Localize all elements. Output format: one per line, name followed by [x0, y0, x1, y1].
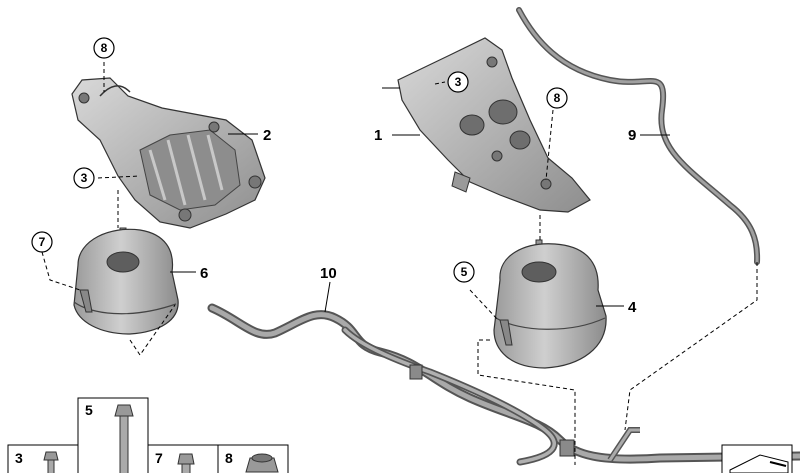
- bolt-3-icon: [43, 451, 59, 473]
- circled-callout-8a: 8: [93, 37, 115, 59]
- circled-callout-7: 7: [31, 231, 53, 253]
- bracket-2: [71, 77, 266, 229]
- callout-8a: 8: [101, 41, 108, 55]
- circled-callout-5: 5: [453, 261, 475, 283]
- bolt-7-icon: [177, 453, 195, 473]
- circled-callout-3a: 3: [73, 167, 95, 189]
- callout-3b: 3: [455, 75, 462, 89]
- callout-10: 10: [320, 265, 337, 282]
- callout-9: 9: [628, 127, 636, 144]
- fastener-thumbnails: [7, 397, 289, 473]
- callout-5: 5: [461, 265, 468, 279]
- thumb-label-7: 7: [155, 450, 163, 466]
- bolt-5-icon: [114, 404, 134, 473]
- leader-lines: [170, 87, 670, 313]
- thumb-label-3: 3: [15, 450, 23, 466]
- circled-callout-3b: 3: [447, 71, 469, 93]
- callout-7: 7: [39, 235, 46, 249]
- nut-8-icon: [245, 453, 279, 473]
- engine-mount-4: [493, 239, 607, 369]
- overview-thumbnail: [721, 444, 793, 473]
- hose-9: [516, 7, 761, 265]
- callout-6: 6: [200, 265, 208, 282]
- callout-4: 4: [628, 299, 637, 316]
- assembly-lines: [41, 62, 758, 465]
- bracket-1: [397, 37, 591, 213]
- callout-2: 2: [263, 127, 271, 144]
- circled-callout-8b: 8: [546, 87, 568, 109]
- thumb-label-8: 8: [225, 450, 233, 466]
- thumb-label-5: 5: [85, 402, 93, 418]
- callout-8b: 8: [554, 91, 561, 105]
- engine-mount-6: [73, 227, 179, 335]
- callout-1: 1: [374, 127, 382, 144]
- callout-3a: 3: [81, 171, 88, 185]
